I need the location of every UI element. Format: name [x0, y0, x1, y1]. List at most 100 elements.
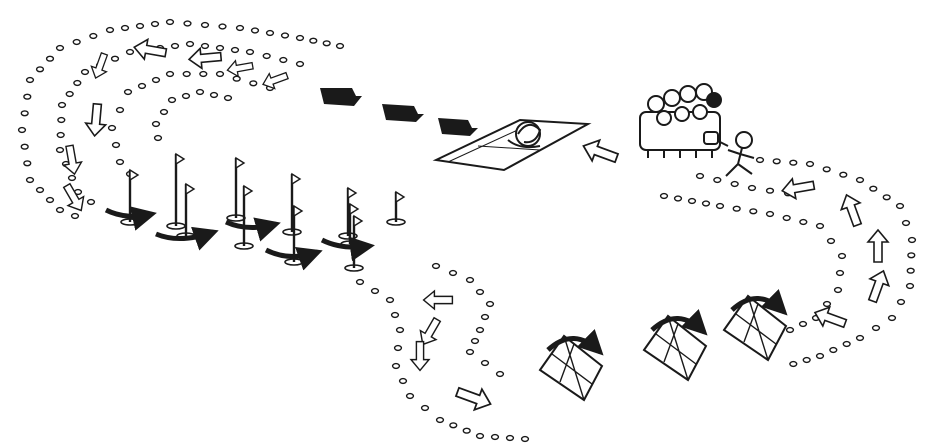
- dot-marker: [477, 434, 484, 439]
- dot-marker: [153, 78, 160, 83]
- dot-marker: [731, 182, 738, 187]
- dot-marker: [897, 204, 904, 209]
- dot-marker: [117, 160, 124, 165]
- dot-marker: [73, 40, 80, 45]
- dot-marker: [395, 346, 402, 351]
- dot-marker: [467, 278, 474, 283]
- dot-marker: [263, 54, 270, 59]
- dot-marker: [482, 315, 489, 320]
- dot-marker: [107, 28, 114, 33]
- dot-marker: [127, 50, 134, 55]
- dot-marker: [169, 98, 176, 103]
- dot-marker: [202, 44, 209, 49]
- dot-marker: [767, 212, 774, 217]
- dot-marker: [323, 41, 330, 46]
- dot-marker: [817, 354, 824, 359]
- dot-marker: [487, 302, 494, 307]
- dot-marker: [703, 201, 710, 206]
- dot-marker: [24, 161, 31, 166]
- dot-marker: [828, 239, 835, 244]
- dot-marker: [803, 358, 810, 363]
- hurdle-block: [438, 118, 478, 136]
- dot-marker: [197, 90, 204, 95]
- direction-arrow: [863, 268, 893, 305]
- dot-marker: [837, 271, 844, 276]
- dot-marker: [482, 361, 489, 366]
- crawl-tunnels: [540, 296, 786, 400]
- dot-marker: [907, 268, 914, 273]
- dot-marker: [477, 290, 484, 295]
- dot-marker: [908, 253, 915, 258]
- dot-marker: [82, 70, 89, 75]
- dot-marker: [387, 298, 394, 303]
- triangular-tunnel: [644, 316, 706, 380]
- dot-marker: [122, 26, 129, 31]
- dot-marker: [830, 348, 837, 353]
- slalom-poles: [121, 154, 405, 271]
- dot-marker: [72, 214, 79, 219]
- dot-marker: [907, 284, 914, 289]
- dot-marker: [137, 24, 144, 29]
- flag-pole: [341, 204, 359, 247]
- dot-marker: [252, 28, 259, 33]
- dot-marker: [155, 136, 162, 141]
- dot-marker: [57, 133, 64, 138]
- dot-marker: [873, 326, 880, 331]
- dot-marker: [800, 220, 807, 225]
- dot-marker: [58, 118, 65, 123]
- dot-marker: [422, 406, 429, 411]
- dot-marker: [247, 50, 254, 55]
- dot-marker: [433, 264, 440, 269]
- dot-marker: [200, 72, 207, 77]
- dot-marker: [37, 67, 44, 72]
- dot-marker: [69, 176, 76, 181]
- dot-marker: [840, 172, 847, 177]
- course-dot-markers: [19, 20, 916, 442]
- dot-marker: [733, 206, 740, 211]
- dot-marker: [392, 313, 399, 318]
- dot-marker: [437, 418, 444, 423]
- dot-marker: [225, 96, 232, 101]
- flag-pole: [167, 154, 185, 229]
- flag-pole: [387, 192, 405, 225]
- dot-marker: [467, 350, 474, 355]
- dot-marker: [835, 288, 842, 293]
- dot-marker: [817, 224, 824, 229]
- dot-marker: [66, 92, 73, 97]
- dot-marker: [857, 178, 864, 183]
- dot-marker: [883, 195, 890, 200]
- dot-marker: [800, 322, 807, 327]
- dot-marker: [282, 33, 289, 38]
- dot-marker: [497, 372, 504, 377]
- dot-marker: [211, 93, 218, 98]
- direction-arrow: [781, 175, 816, 200]
- dot-marker: [661, 194, 668, 199]
- dot-marker: [463, 428, 470, 433]
- dot-marker: [477, 328, 484, 333]
- dot-marker: [357, 280, 364, 285]
- dot-marker: [472, 339, 479, 344]
- dot-marker: [675, 196, 682, 201]
- dot-marker: [183, 94, 190, 99]
- dot-marker: [167, 72, 174, 77]
- triangular-tunnel: [540, 336, 602, 400]
- direction-arrow: [85, 103, 108, 137]
- dot-marker: [450, 271, 457, 276]
- dot-marker: [492, 435, 499, 440]
- dot-marker: [139, 84, 146, 89]
- dot-marker: [397, 328, 404, 333]
- dot-marker: [857, 336, 864, 341]
- dot-marker: [757, 158, 764, 163]
- dot-marker: [57, 148, 64, 153]
- direction-arrow: [424, 291, 453, 309]
- dot-marker: [297, 62, 304, 67]
- dot-marker: [187, 42, 194, 47]
- dot-marker: [297, 36, 304, 41]
- triangular-tunnel: [724, 296, 786, 360]
- dot-marker: [903, 221, 910, 226]
- hurdle-block: [320, 88, 362, 106]
- dot-marker: [21, 144, 28, 149]
- flag-pole: [177, 184, 195, 239]
- dot-marker: [889, 316, 896, 321]
- dot-marker: [280, 58, 287, 63]
